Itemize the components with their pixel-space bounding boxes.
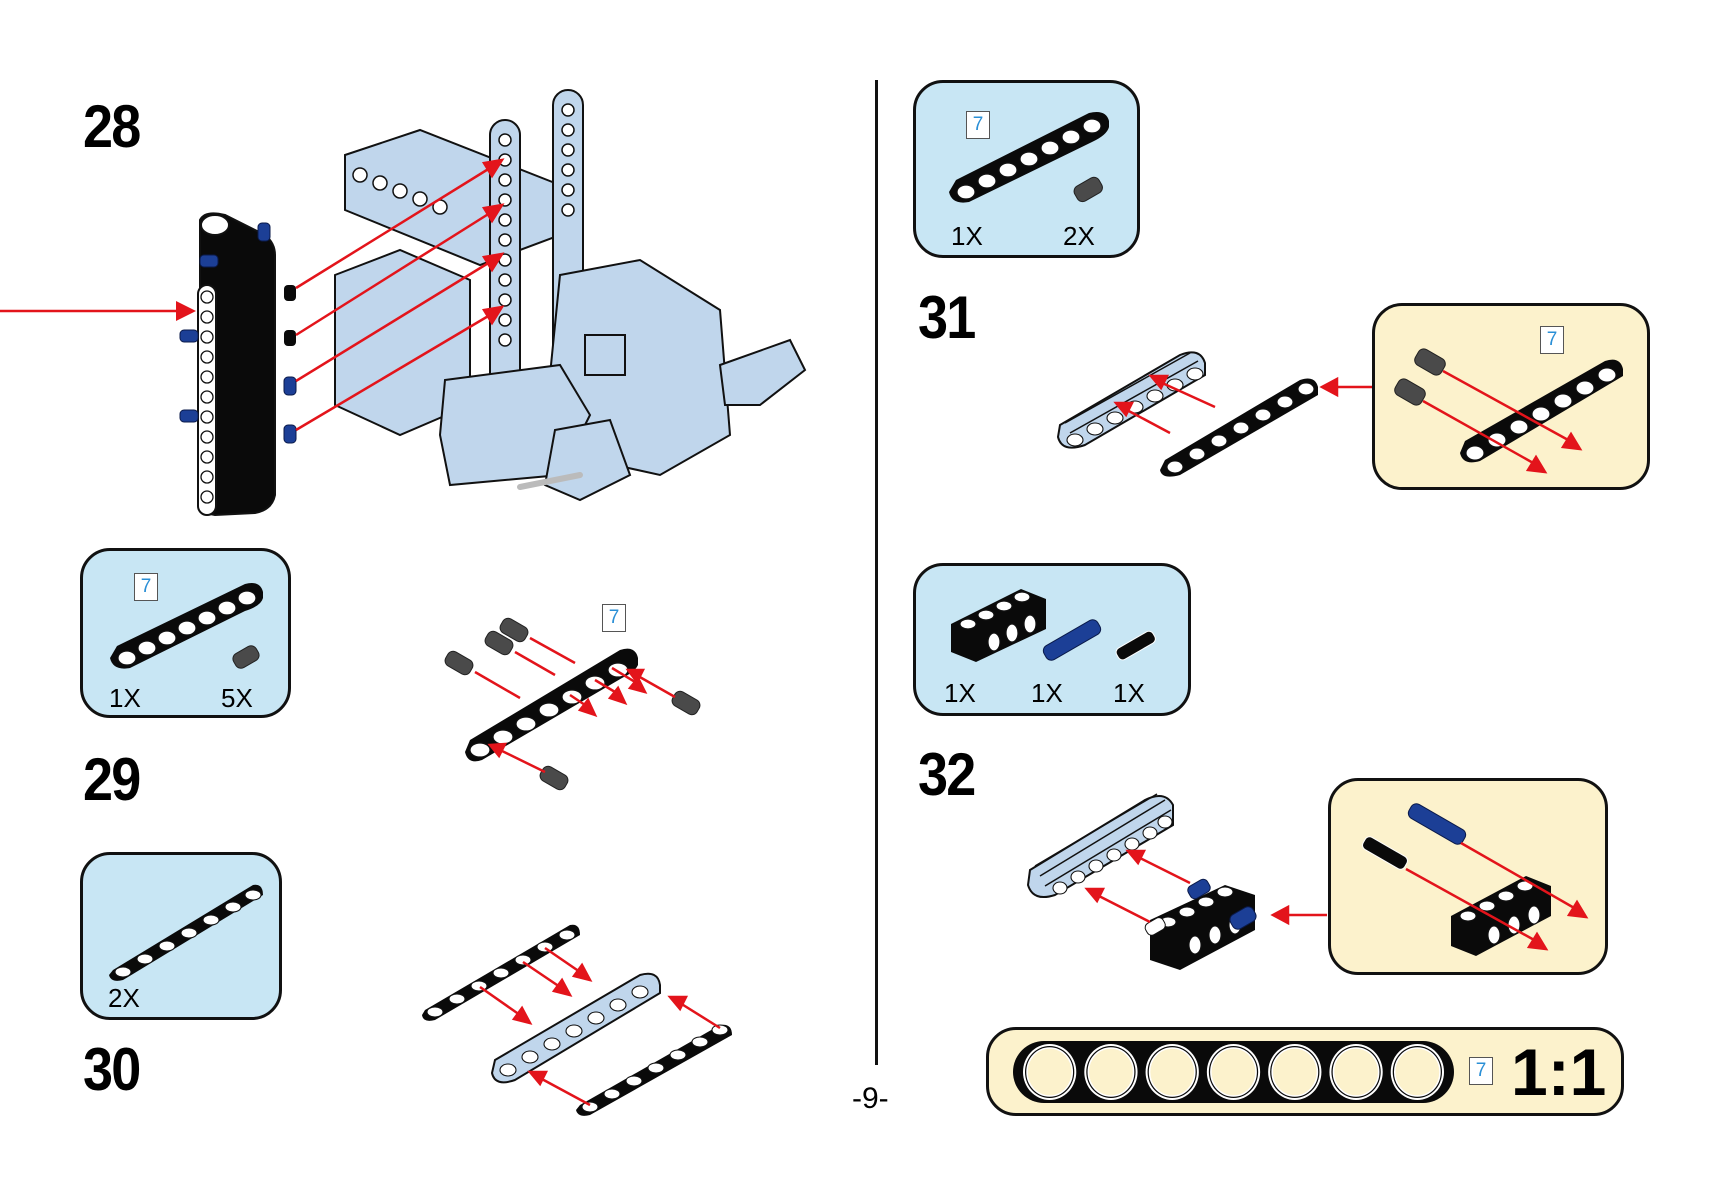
parts-callout-step-31: 7 1X 2X (913, 80, 1140, 258)
step-29-illustration (444, 617, 701, 791)
qty-pin: 2X (1063, 221, 1095, 251)
black-axle-pin-icon (1115, 630, 1156, 661)
length-badge: 7 (966, 111, 990, 139)
length-badge-step-29: 7 (602, 604, 626, 632)
light-blue-assembly (334, 89, 807, 502)
step-number-31: 31 (918, 284, 976, 351)
beam-7-actual-size (1013, 1041, 1454, 1103)
qty-pin: 5X (221, 683, 253, 713)
length-badge: 7 (134, 573, 158, 601)
parts-callout-step-29: 7 1X 5X (80, 548, 291, 718)
length-badge: 7 (1469, 1057, 1493, 1085)
scale-hole (1087, 1047, 1135, 1097)
qty-axle-pin: 1X (1113, 678, 1145, 708)
beam-holes (352, 103, 575, 347)
scale-hole (1210, 1047, 1257, 1097)
step-number-30: 30 (83, 1036, 141, 1103)
incoming-arrow (0, 301, 196, 321)
subassembly-illustration (1362, 803, 1589, 956)
step-number-32: 32 (918, 741, 976, 808)
scale-reference-bar: 7 1:1 (986, 1027, 1624, 1116)
subassembly-step-31: 7 (1372, 303, 1650, 490)
scale-hole (1026, 1047, 1074, 1097)
page-number: -9- (852, 1082, 889, 1115)
subassembly-illustration (1394, 348, 1623, 474)
blue-long-pin-icon (1042, 619, 1102, 661)
step-30-illustration (422, 924, 732, 1116)
qty-beam: 1X (109, 683, 141, 713)
step-32-illustration (1026, 793, 1327, 970)
step-number-28: 28 (83, 93, 141, 160)
step-28-illustration (0, 89, 807, 517)
connection-arrows (295, 158, 505, 432)
black-thin-beam-7-icon (109, 884, 263, 981)
scale-hole (1393, 1047, 1441, 1097)
black-beam-7-icon (949, 112, 1109, 203)
step-number-29: 29 (83, 746, 141, 813)
parts-callout-step-32: 1X 1X 1X (913, 563, 1191, 716)
length-badge: 7 (1540, 326, 1564, 354)
qty-blue-pin: 1X (1031, 678, 1063, 708)
black-liftarm-frame (197, 212, 276, 517)
step-31-illustration (1056, 351, 1375, 477)
scale-hole (1271, 1047, 1319, 1097)
black-pins (284, 285, 296, 346)
black-technic-brick-icon (951, 589, 1046, 662)
qty-thin-beam: 2X (108, 983, 140, 1013)
black-beam-7-icon (110, 583, 263, 669)
page-divider (875, 80, 878, 1065)
qty-brick: 1X (944, 678, 976, 708)
gray-pin-icon (1073, 176, 1103, 203)
qty-beam: 1X (951, 221, 983, 251)
scale-hole (1332, 1047, 1380, 1097)
parts-callout-step-30: 2X (80, 852, 282, 1020)
scale-ratio-label: 1:1 (1511, 1035, 1607, 1109)
gray-pin-icon (232, 645, 260, 669)
subassembly-step-32 (1328, 778, 1608, 975)
scale-hole (1148, 1047, 1196, 1097)
blue-pins (179, 222, 297, 444)
